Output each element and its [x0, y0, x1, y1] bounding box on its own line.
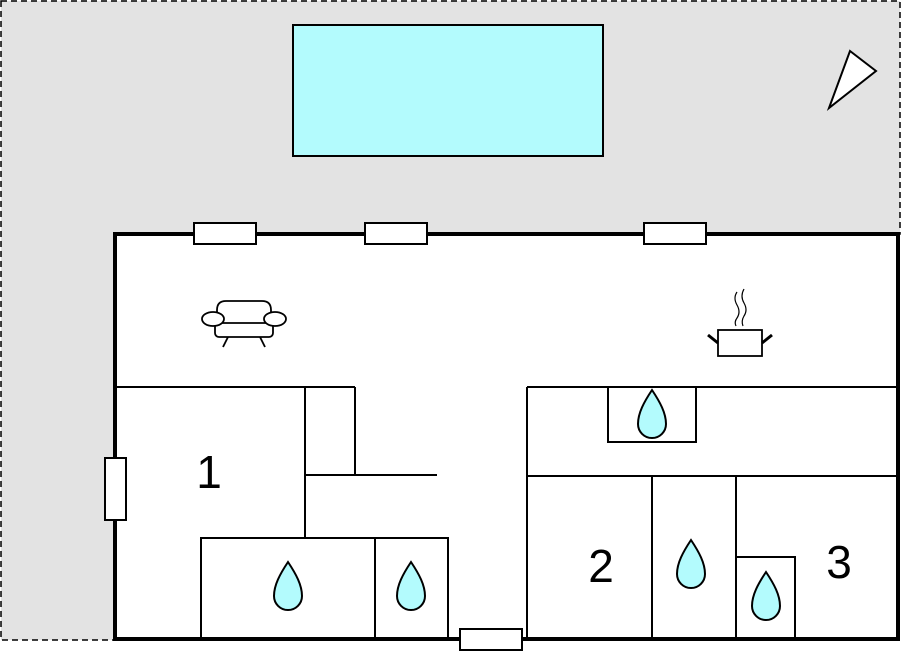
- water-drop-icon: [636, 388, 668, 439]
- water-drop-icon: [395, 560, 427, 611]
- cooking-pot-icon: [707, 288, 773, 357]
- window-top-left: [193, 222, 257, 245]
- water-drops: [272, 388, 782, 621]
- room-label-3: 3: [826, 536, 852, 588]
- windows: [104, 222, 707, 651]
- water-drop-icon: [272, 560, 304, 611]
- window-left: [104, 457, 127, 521]
- compass-icon: [826, 49, 878, 111]
- room-label-1: 1: [196, 446, 222, 498]
- swimming-pool: [292, 24, 604, 157]
- window-top-middle: [364, 222, 428, 245]
- sofa-icon: [201, 300, 287, 348]
- room-label-2: 2: [588, 540, 614, 592]
- window-top-right: [643, 222, 707, 245]
- water-drop-icon: [750, 570, 782, 621]
- house-outline: [113, 232, 900, 641]
- water-drop-icon: [675, 538, 707, 589]
- window-bottom: [459, 628, 523, 651]
- interior-walls: [115, 386, 898, 640]
